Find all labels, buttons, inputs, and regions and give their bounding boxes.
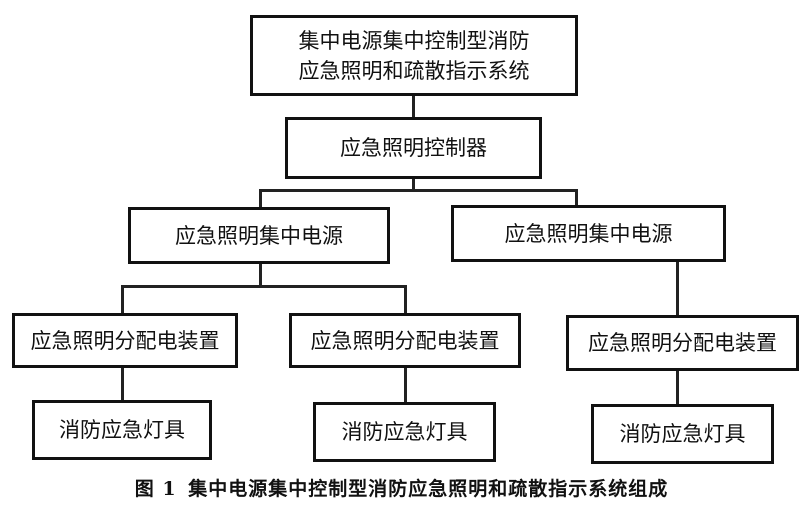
connector-distribution-3-lamp xyxy=(676,369,679,406)
lamp-box-2: 消防应急灯具 xyxy=(313,402,496,462)
system-root-box: 集中电源集中控制型消防 应急照明和疏散指示系统 xyxy=(250,15,578,96)
connector-distribution-1-lamp xyxy=(121,366,124,402)
controller-label: 应急照明控制器 xyxy=(340,136,487,160)
connector-power-bus xyxy=(259,189,577,192)
distribution-device-label-2: 应急照明分配电装置 xyxy=(310,328,500,353)
distribution-device-box-1: 应急照明分配电装置 xyxy=(12,313,238,368)
distribution-device-box-2: 应急照明分配电装置 xyxy=(289,313,521,368)
lamp-label-3: 消防应急灯具 xyxy=(619,422,746,446)
lamp-label-2: 消防应急灯具 xyxy=(341,420,468,444)
connector-controller-down xyxy=(412,178,415,190)
system-root-line-1: 集中电源集中控制型消防 xyxy=(298,28,530,53)
power-supply-box-1: 应急照明集中电源 xyxy=(128,207,390,264)
distribution-device-label-3: 应急照明分配电装置 xyxy=(588,331,777,355)
distribution-device-box-3: 应急照明分配电装置 xyxy=(566,315,799,371)
lamp-label-1: 消防应急灯具 xyxy=(59,418,185,442)
figure-title: 集中电源集中控制型消防应急照明和疏散指示系统组成 xyxy=(188,478,669,500)
connector-to-power-1 xyxy=(259,189,262,209)
distribution-device-label-1: 应急照明分配电装置 xyxy=(30,328,220,353)
power-supply-label-1: 应急照明集中电源 xyxy=(175,223,343,248)
controller-box: 应急照明控制器 xyxy=(285,117,542,179)
lamp-box-1: 消防应急灯具 xyxy=(32,400,212,460)
connector-to-distribution-2 xyxy=(404,285,407,315)
lamp-box-3: 消防应急灯具 xyxy=(591,404,774,464)
connector-power-2-to-distribution-3 xyxy=(676,260,679,317)
figure-caption: 图 1 集中电源集中控制型消防应急照明和疏散指示系统组成 xyxy=(0,474,807,501)
power-supply-label-2: 应急照明集中电源 xyxy=(504,221,673,246)
connector-power-1-down xyxy=(259,262,262,286)
connector-to-distribution-1 xyxy=(121,285,124,315)
figure-number: 图 1 xyxy=(134,478,177,500)
connector-to-power-2 xyxy=(575,189,578,207)
connector-distribution-2-lamp xyxy=(404,366,407,404)
power-supply-box-2: 应急照明集中电源 xyxy=(451,205,726,262)
system-root-line-2: 应急照明和疏散指示系统 xyxy=(298,58,530,83)
connector-distribution-bus xyxy=(121,285,406,288)
connector-root-controller xyxy=(412,94,415,118)
